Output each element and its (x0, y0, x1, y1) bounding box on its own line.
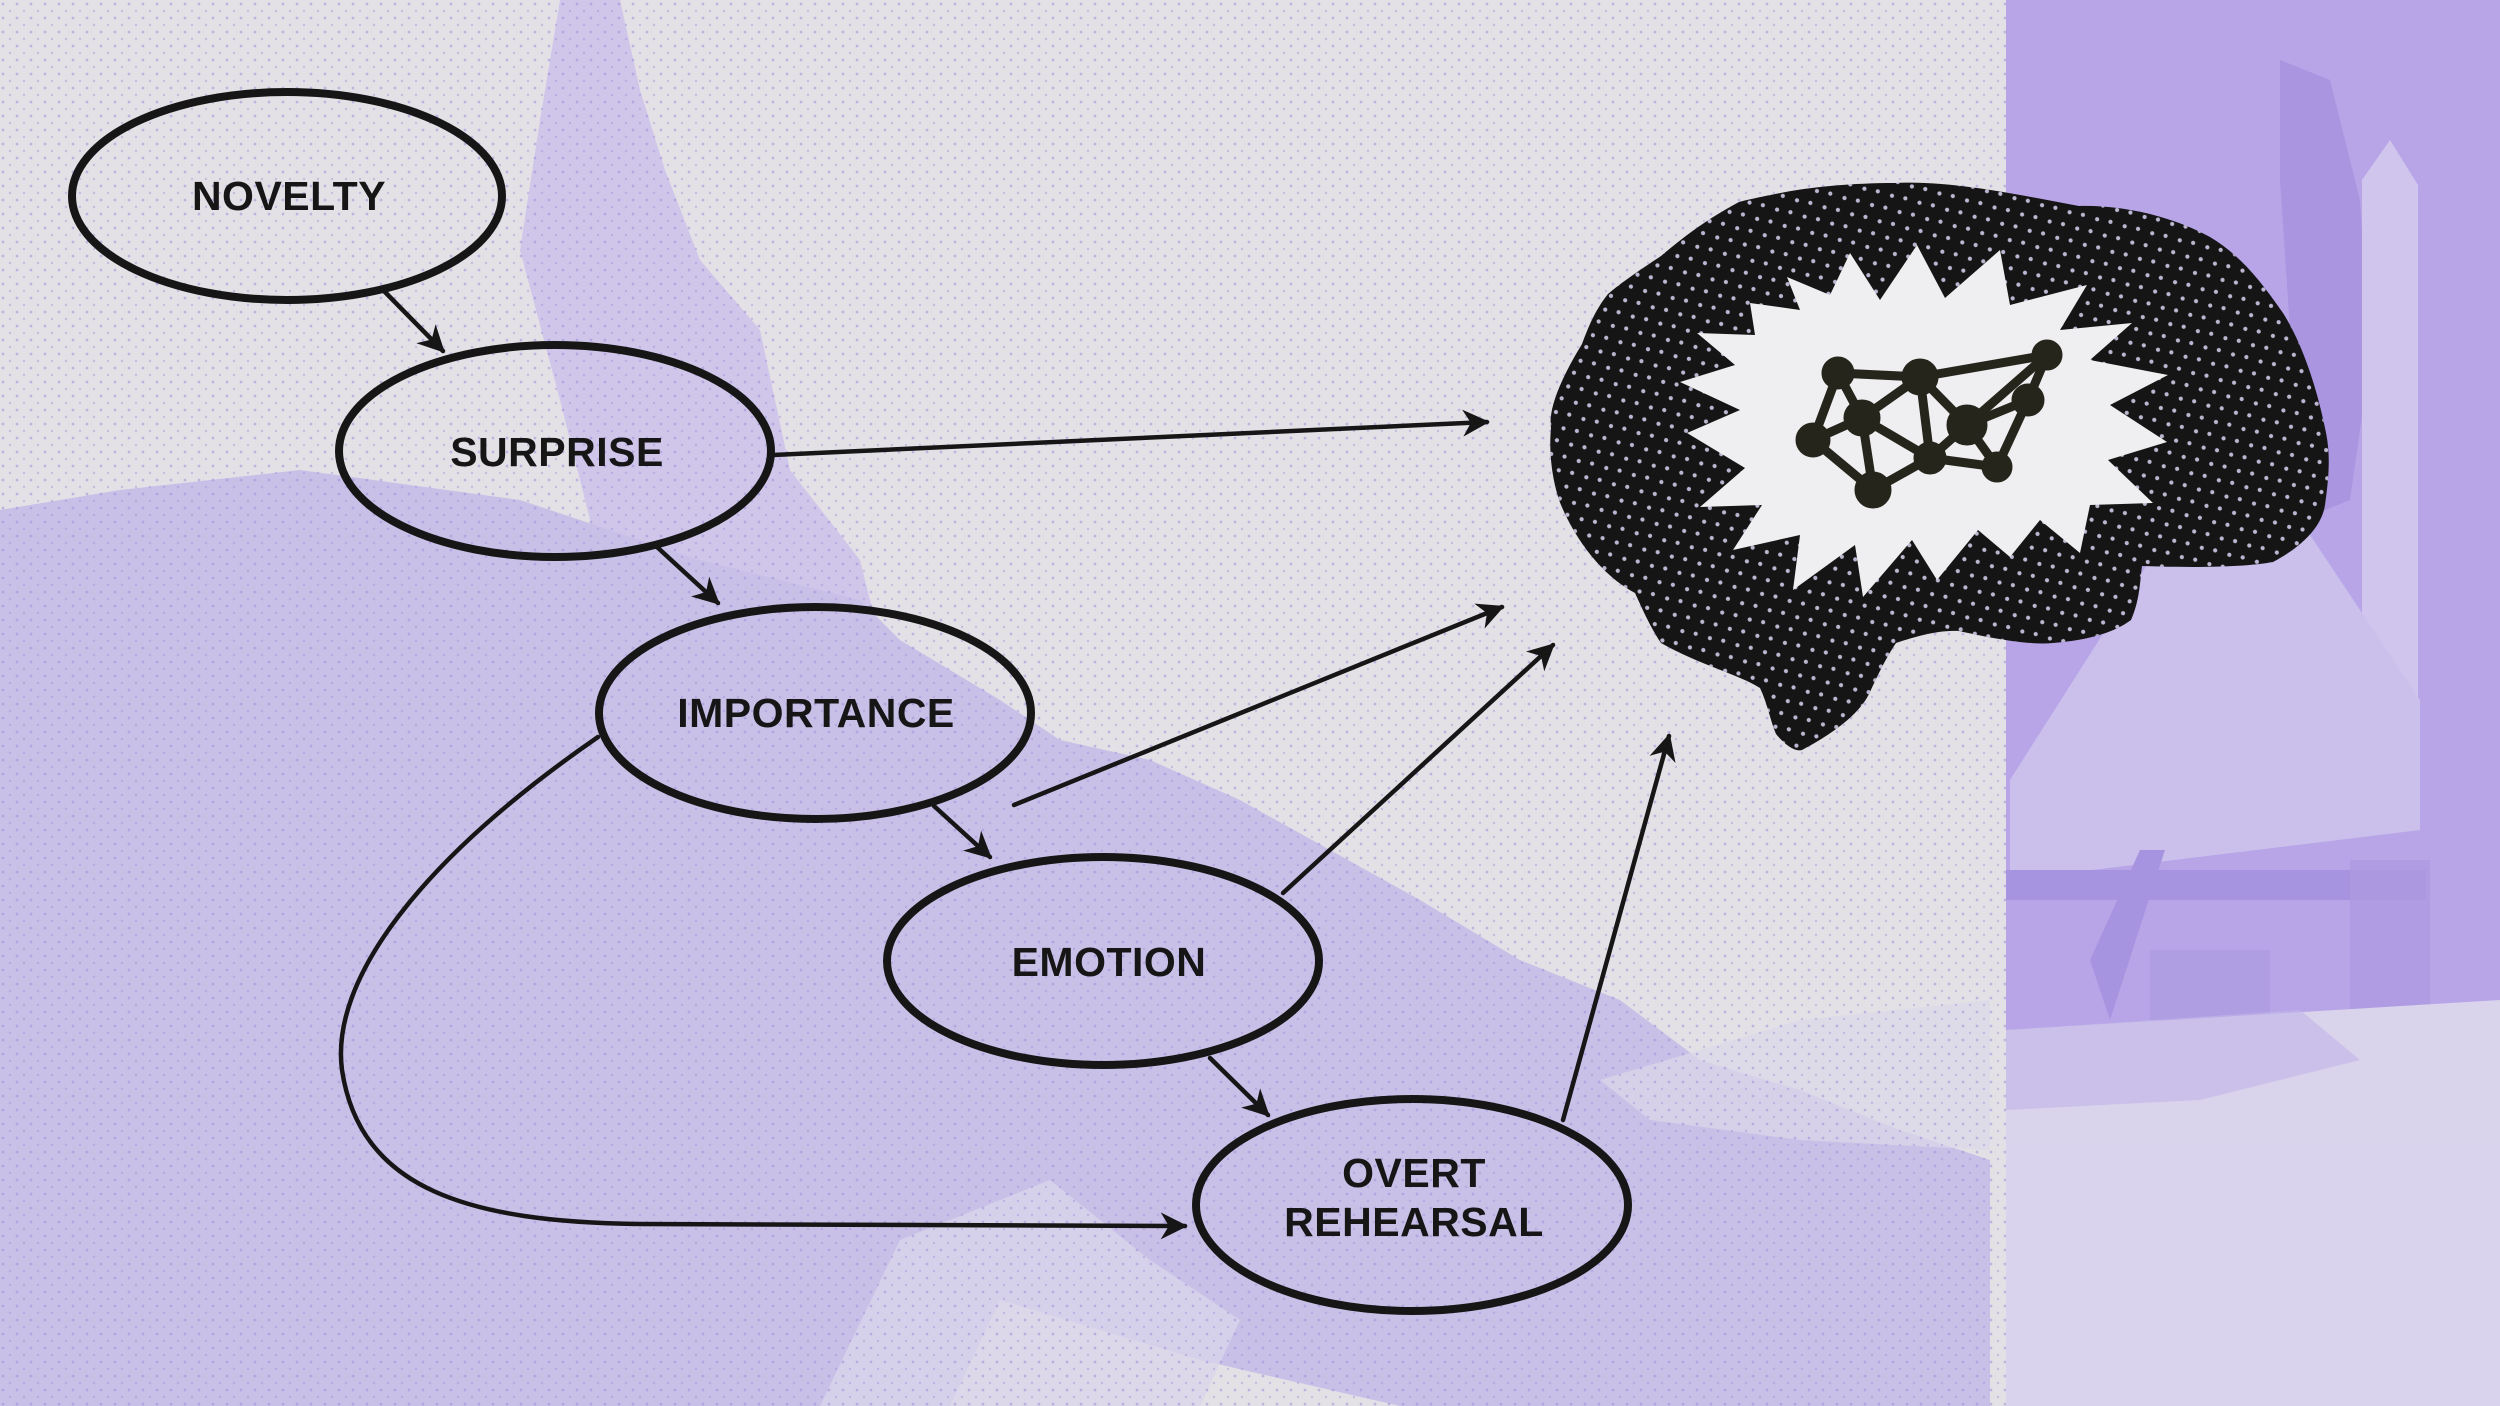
network-graph-icon (1795, 339, 2063, 509)
node-emotion (883, 853, 1323, 1069)
label-importance: IMPORTANCE (677, 690, 955, 736)
label-rehearsal: REHEARSAL (1284, 1199, 1544, 1245)
node-surprise (335, 341, 775, 561)
node-overt-rehearsal (1192, 1095, 1632, 1315)
edge-importance-brain (1011, 603, 1505, 808)
edge-overt-rehearsal-brain (1560, 733, 1676, 1123)
label-emotion: EMOTION (1012, 939, 1207, 985)
label-novelty: NOVELTY (192, 173, 386, 219)
edge-importance-overt-rehearsal-curved (338, 734, 1188, 1240)
edge-surprise-brain (770, 409, 1490, 458)
rocket-background-icon (2006, 60, 2500, 1406)
edge-surprise-importance (654, 544, 721, 606)
edge-importance-emotion (931, 803, 993, 860)
label-surprise: SURPRISE (450, 429, 664, 475)
edge-novelty-surprise (380, 287, 446, 354)
label-overt: OVERT (1342, 1150, 1486, 1196)
edge-emotion-overt-rehearsal (1207, 1055, 1271, 1118)
edge-emotion-brain (1280, 642, 1556, 896)
node-novelty (68, 88, 506, 304)
node-importance (595, 603, 1035, 823)
